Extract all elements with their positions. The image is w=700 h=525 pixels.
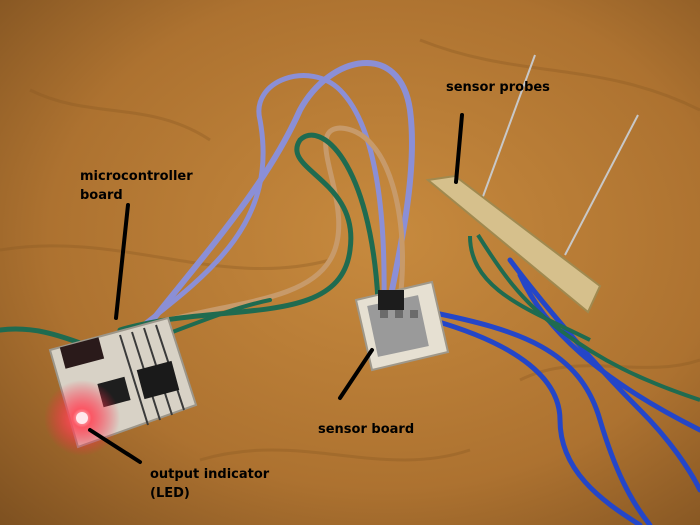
- pointer-sensor-board: [338, 348, 374, 400]
- sensor-probes-label: sensor probes: [446, 80, 550, 95]
- output-label-line1: output indicator: [150, 467, 270, 482]
- sensor-board: [354, 280, 450, 372]
- pointer-lines: [88, 113, 464, 464]
- blue-wires: [427, 257, 700, 525]
- probe-green-wires: [468, 233, 700, 402]
- sensor-probes: [477, 54, 639, 256]
- output-indicator-label: output indicator (LED): [150, 465, 269, 503]
- pointer-sensor-probes: [454, 113, 464, 184]
- microcontroller-label-line2: board: [80, 188, 123, 203]
- led: [76, 412, 88, 424]
- pointer-output: [88, 428, 142, 464]
- cloth-folds: [0, 38, 700, 462]
- pointer-microcontroller: [114, 203, 130, 320]
- sensor-probe-stick: [425, 174, 602, 314]
- microcontroller-board-label: microcontroller board: [80, 167, 193, 205]
- output-label-line2: (LED): [150, 486, 190, 501]
- microcontroller-label-line1: microcontroller: [80, 169, 193, 184]
- sensor-board-label: sensor board: [318, 422, 415, 437]
